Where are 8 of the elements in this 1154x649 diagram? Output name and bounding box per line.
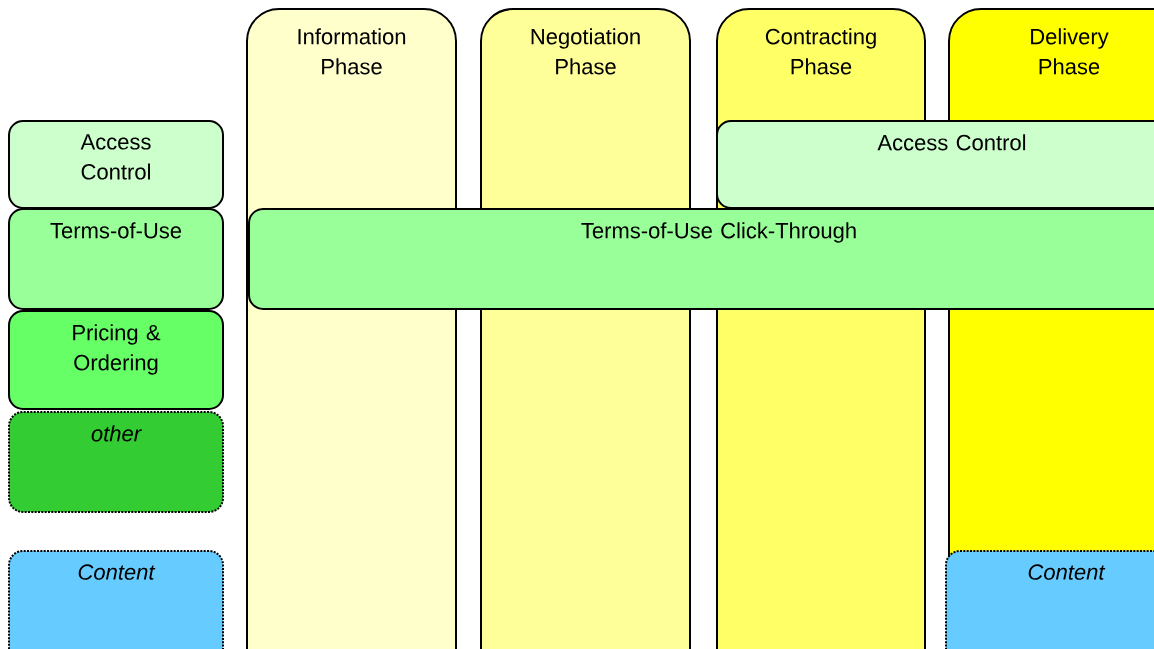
service-box: Access Control [8,120,224,209]
content-box: Content [8,550,224,649]
service-box: Pricing & Ordering [8,310,224,410]
access-control-band: Access Control [716,120,1154,209]
click-through-band: Terms-of-Use Click-Through [248,208,1154,310]
service-box: Terms-of-Use [8,208,224,310]
content-box: Content [945,550,1154,649]
service-box: other [8,411,224,513]
